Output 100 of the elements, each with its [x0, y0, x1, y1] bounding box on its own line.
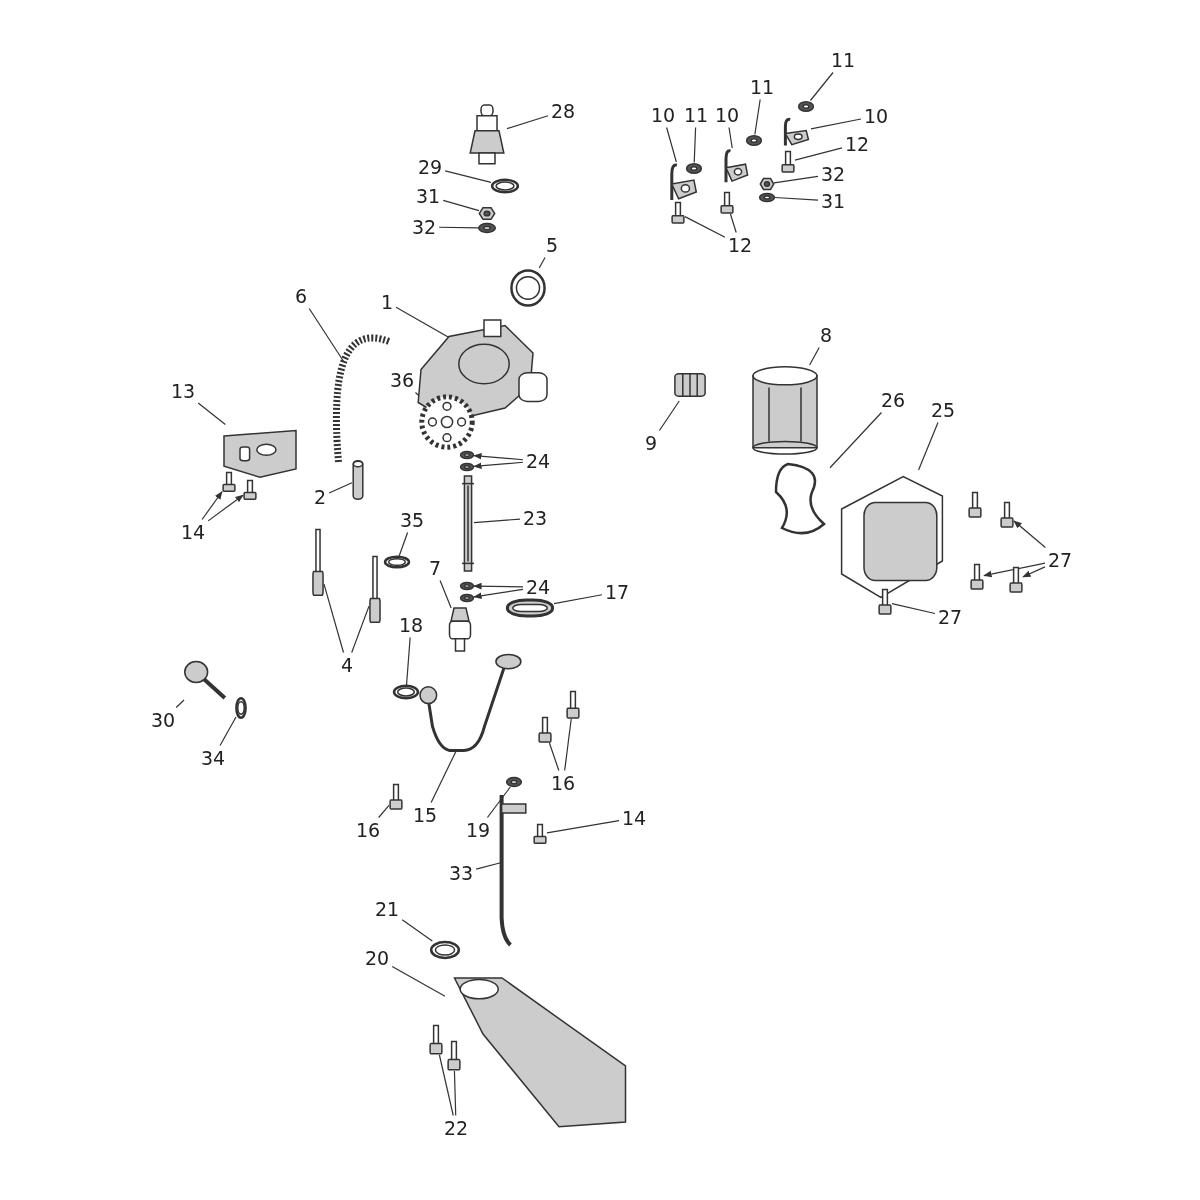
nut-drawing [479, 206, 495, 220]
leader-line [774, 196, 819, 201]
callout-number: 14 [621, 807, 648, 829]
callout-number: 35 [399, 509, 426, 531]
leader-line [378, 804, 390, 819]
callout-number: 7 [428, 557, 443, 579]
callout-number: 1 [380, 291, 395, 313]
leader-line [810, 118, 862, 130]
leader-line [475, 861, 503, 870]
callout-number: 12 [844, 133, 871, 155]
bolt-drawing [429, 1025, 443, 1055]
callout-number: 15 [412, 804, 439, 826]
washer-drawing [686, 162, 702, 174]
callout-number: 16 [355, 819, 382, 841]
callout-number: 2 [313, 486, 328, 508]
bolt-drawing [970, 564, 984, 590]
washer-drawing [759, 192, 775, 202]
bolt-drawing [312, 528, 324, 598]
callout-number: 17 [604, 581, 631, 603]
callout-number: 36 [389, 369, 416, 391]
leader-line [553, 594, 603, 605]
callout-number: 34 [200, 747, 227, 769]
o-ring-drawing [236, 697, 246, 719]
leader-line [473, 582, 524, 590]
leader-line [401, 919, 433, 942]
leader-line [1022, 566, 1046, 578]
leader-line [201, 491, 223, 521]
leader-line [809, 346, 820, 366]
leader-line [207, 494, 244, 522]
leader-line [684, 216, 726, 238]
callout-number: 4 [340, 654, 355, 676]
callout-number: 23 [522, 507, 549, 529]
leader-line [486, 786, 511, 819]
bolt-drawing [243, 480, 257, 500]
callout-number: 10 [714, 104, 741, 126]
leader-line [728, 126, 733, 149]
leader-line [829, 411, 883, 469]
callout-number: 27 [937, 606, 964, 628]
callout-number: 12 [727, 234, 754, 256]
leader-line [473, 452, 524, 461]
callout-number: 26 [880, 389, 907, 411]
washer-drawing [460, 582, 474, 590]
callout-number: 28 [550, 100, 577, 122]
leader-line [548, 742, 560, 772]
leader-line [398, 531, 409, 557]
bolt-drawing [538, 717, 552, 743]
leader-line [666, 126, 677, 163]
sensor-drawing [467, 105, 507, 165]
callout-number: 22 [443, 1117, 470, 1139]
callout-number: 29 [417, 156, 444, 178]
leader-line [219, 716, 237, 747]
bolt-drawing [389, 784, 403, 810]
o-ring-drawing [491, 179, 519, 193]
washer-drawing [746, 134, 762, 146]
leader-line [197, 402, 226, 426]
callout-number: 19 [465, 819, 492, 841]
bolt-drawing [566, 691, 580, 719]
washer-drawing [460, 463, 474, 471]
leader-line [917, 421, 939, 471]
callout-number: 31 [415, 185, 442, 207]
leader-line [773, 175, 819, 184]
leader-line [175, 699, 185, 709]
bolt-drawing [447, 1041, 461, 1071]
bolt-drawing [671, 202, 685, 224]
leader-line [1013, 520, 1046, 549]
nut-drawing [760, 178, 774, 190]
leader-line [351, 605, 370, 654]
callout-number: 24 [525, 450, 552, 472]
leader-line [405, 636, 411, 686]
leader-line [809, 71, 834, 102]
callout-number: 6 [294, 285, 309, 307]
callout-number: 9 [644, 432, 659, 454]
pipe-drawing [462, 475, 474, 571]
leader-line [546, 819, 620, 834]
bolt-drawing [533, 824, 547, 844]
leader-line [328, 482, 353, 494]
leader-line [693, 126, 697, 164]
leader-line [754, 98, 761, 136]
washer-drawing [460, 594, 474, 602]
leader-line [658, 400, 680, 432]
callout-number: 18 [398, 614, 425, 636]
o-ring-drawing [384, 556, 410, 568]
callout-number: 16 [550, 772, 577, 794]
bolt-drawing [222, 472, 236, 492]
washer-drawing [460, 451, 474, 459]
callout-number: 5 [545, 234, 560, 256]
leader-line [444, 170, 492, 184]
callout-number: 20 [364, 947, 391, 969]
leader-line [473, 588, 524, 600]
bolt-drawing [1009, 567, 1023, 593]
callout-number: 24 [525, 576, 552, 598]
callout-number: 32 [411, 216, 438, 238]
leader-line [442, 199, 480, 212]
callout-number: 32 [820, 163, 847, 185]
bolt-drawing [369, 555, 381, 625]
callout-number: 11 [749, 76, 776, 98]
leader-line [473, 461, 524, 470]
leader-line [308, 307, 345, 363]
callout-number: 31 [820, 190, 847, 212]
leader-line [439, 579, 452, 609]
